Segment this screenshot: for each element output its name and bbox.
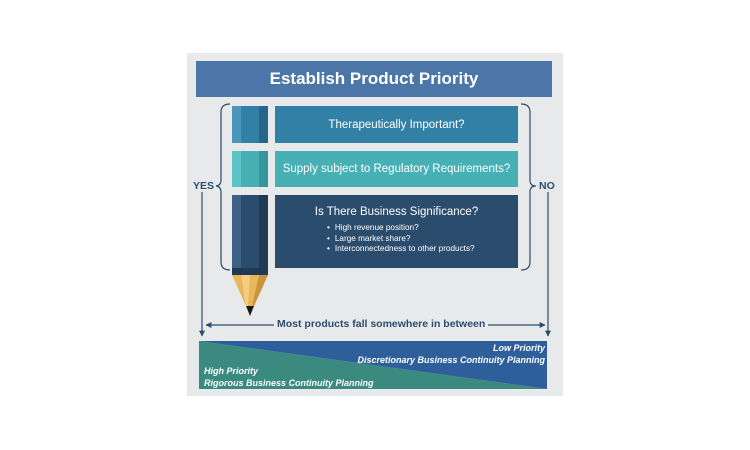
low-priority-subtitle: Discretionary Business Continuity Planni… — [357, 355, 545, 365]
criterion-business: Is There Business Significance? High rev… — [275, 195, 518, 268]
bullet-item: Interconnectedness to other products? — [327, 244, 518, 255]
pencil-lead — [246, 306, 254, 316]
right-brace — [520, 103, 537, 271]
criterion-business-heading: Is There Business Significance? — [314, 206, 479, 218]
high-priority-subtitle: Rigorous Business Continuity Planning — [204, 378, 374, 388]
between-label: Most products fall somewhere in between — [274, 318, 489, 330]
pencil — [232, 106, 268, 316]
high-priority-label: High Priority Rigorous Business Continui… — [204, 365, 374, 389]
yes-label: YES — [191, 180, 217, 192]
low-priority-title: Low Priority — [492, 343, 545, 353]
bullet-item: Large market share? — [327, 234, 518, 245]
criterion-regulatory: Supply subject to Regulatory Requirement… — [275, 151, 518, 187]
pencil-ferrule — [232, 268, 268, 275]
low-priority-label: Low Priority Discretionary Business Cont… — [357, 342, 545, 366]
page-title: Establish Product Priority — [196, 61, 552, 97]
high-priority-title: High Priority — [204, 366, 259, 376]
criterion-business-bullets: High revenue position? Large market shar… — [327, 223, 518, 255]
low-priority-wedge — [199, 341, 547, 389]
criterion-therapeutic: Therapeutically Important? — [275, 106, 518, 143]
left-brace — [214, 103, 231, 271]
bullet-item: High revenue position? — [327, 223, 518, 234]
no-label: NO — [537, 180, 557, 192]
